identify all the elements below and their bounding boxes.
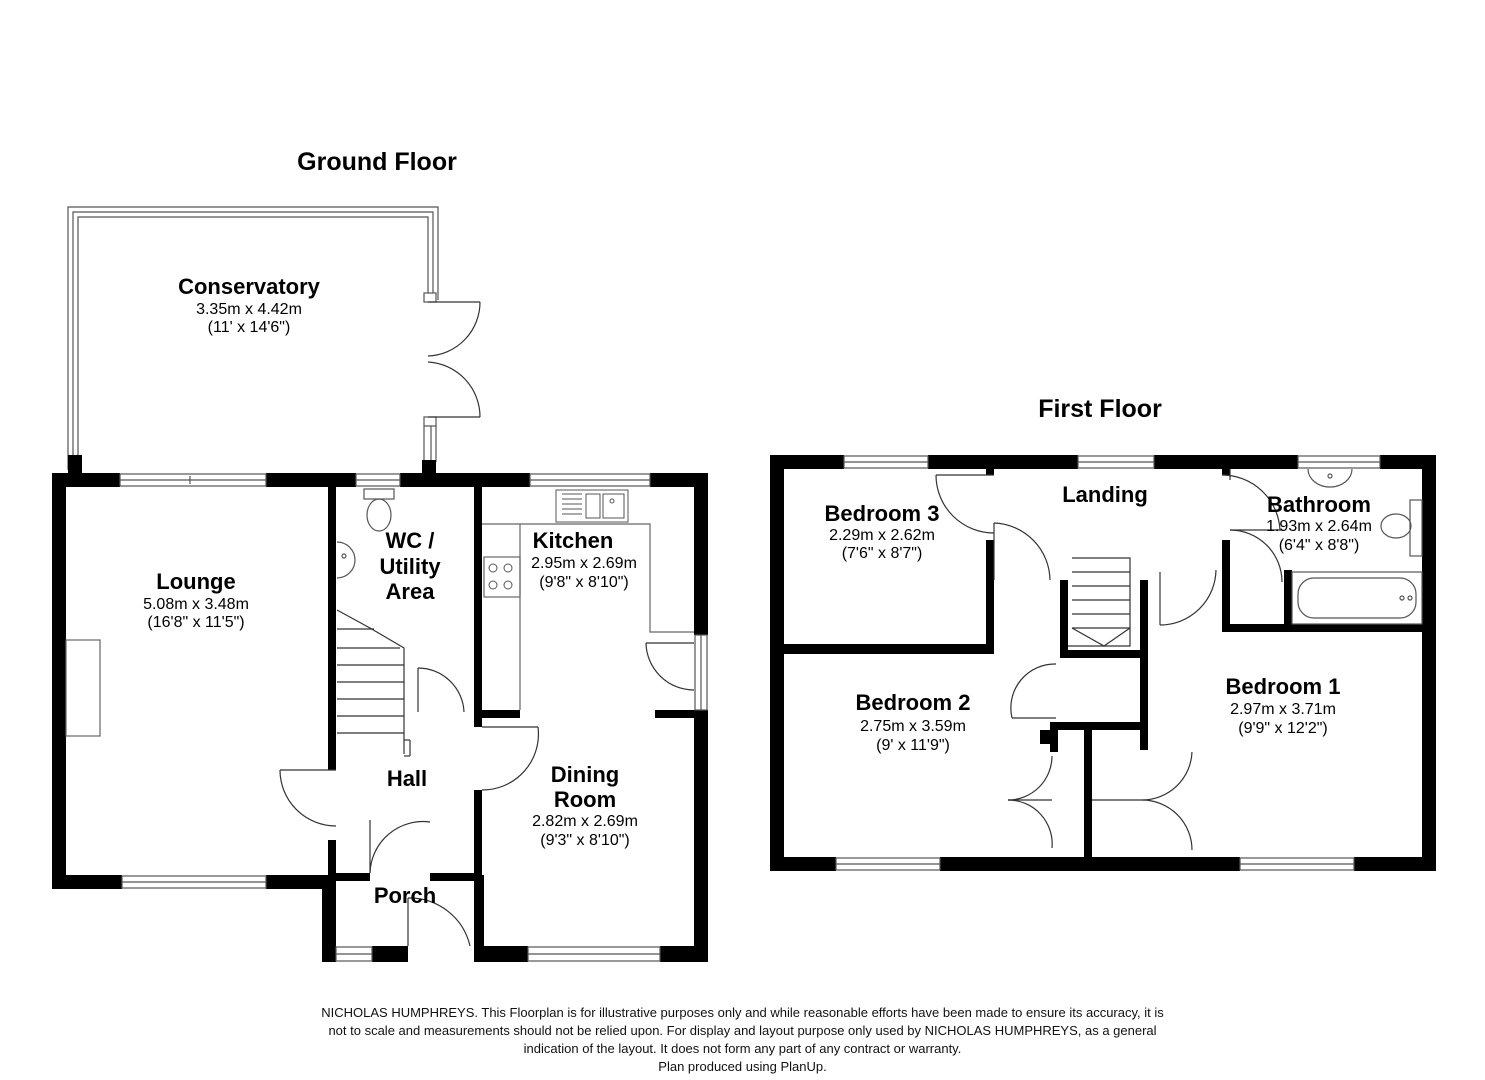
room-wc-utility: WC / Utility Area — [379, 528, 441, 604]
wc-name-line-2: Utility — [379, 554, 441, 579]
bathroom-name: Bathroom — [1267, 492, 1371, 517]
room-dining: Dining Room 2.82m x 2.69m (9'3" x 8'10") — [532, 762, 638, 849]
bathroom-basin-icon — [1307, 468, 1353, 488]
bedroom2-imperial: (9' x 11'9") — [876, 737, 950, 754]
disclaimer-line-1: NICHOLAS HUMPHREYS. This Floorplan is fo… — [321, 1005, 1164, 1020]
ground-doors — [279, 642, 695, 947]
dining-name-line-1: Dining — [551, 762, 619, 787]
room-lounge: Lounge 5.08m x 3.48m (16'8" x 11'5") — [143, 569, 249, 631]
kitchen-name: Kitchen — [533, 528, 614, 553]
room-hall: Hall — [387, 766, 427, 791]
first-stairs — [1068, 557, 1131, 647]
porch-name: Porch — [374, 883, 436, 908]
first-floor-windows — [835, 455, 1381, 871]
room-landing: Landing — [1062, 482, 1148, 507]
disclaimer-line-4: Plan produced using PlanUp. — [658, 1059, 827, 1074]
sink-icon — [555, 489, 629, 523]
room-bedroom1: Bedroom 1 2.97m x 3.71m (9'9" x 12'2") — [1226, 674, 1341, 737]
room-kitchen: Kitchen 2.95m x 2.69m (9'8" x 8'10") — [531, 528, 637, 591]
dining-imperial: (9'3" x 8'10") — [540, 832, 630, 849]
first-floor-plan: First Floor — [770, 395, 1436, 871]
bedroom3-imperial: (7'6" x 8'7") — [842, 545, 923, 562]
ground-stairs — [336, 609, 411, 757]
bedroom2-metric: 2.75m x 3.59m — [860, 718, 966, 735]
disclaimer-line-3: indication of the layout. It does not fo… — [523, 1041, 962, 1056]
kitchen-imperial: (9'8" x 8'10") — [539, 574, 629, 591]
kitchen-metric: 2.95m x 2.69m — [531, 555, 637, 572]
room-porch: Porch — [374, 883, 436, 908]
lounge-name: Lounge — [156, 569, 235, 594]
first-floor-title: First Floor — [1038, 395, 1162, 423]
disclaimer-line-2: not to scale and measurements should not… — [328, 1023, 1157, 1038]
wc-basin-icon — [336, 541, 356, 579]
conservatory-name: Conservatory — [178, 274, 321, 299]
bedroom3-name: Bedroom 3 — [825, 501, 940, 526]
room-bathroom: Bathroom 1.93m x 2.64m (6'4" x 8'8") — [1266, 492, 1372, 554]
ground-floor-walls — [52, 455, 708, 962]
room-bedroom3: Bedroom 3 2.29m x 2.62m (7'6" x 8'7") — [825, 501, 940, 562]
conservatory-metric: 3.35m x 4.42m — [196, 301, 302, 318]
first-doors — [935, 469, 1283, 851]
bedroom1-imperial: (9'9" x 12'2") — [1238, 720, 1328, 737]
conservatory-french-doors — [427, 301, 481, 418]
wc-name-line-1: WC / — [386, 528, 435, 553]
chimney-breast — [65, 639, 101, 737]
kitchen-units — [482, 523, 694, 710]
ground-floor-title: Ground Floor — [297, 148, 457, 176]
bathroom-metric: 1.93m x 2.64m — [1266, 518, 1372, 535]
bedroom2-name: Bedroom 2 — [856, 690, 971, 715]
lounge-metric: 5.08m x 3.48m — [143, 596, 249, 613]
wc-toilet-icon — [363, 488, 395, 532]
ground-floor-windows — [119, 473, 708, 962]
bedroom1-metric: 2.97m x 3.71m — [1230, 701, 1336, 718]
bath-icon — [1291, 571, 1423, 625]
bedroom1-name: Bedroom 1 — [1226, 674, 1341, 699]
conservatory-frame — [67, 206, 439, 470]
landing-name: Landing — [1062, 482, 1148, 507]
lounge-imperial: (16'8" x 11'5") — [147, 614, 244, 631]
hob-icon — [488, 563, 513, 590]
conservatory-imperial: (11' x 14'6") — [208, 319, 291, 336]
bedroom3-metric: 2.29m x 2.62m — [829, 527, 935, 544]
hall-name: Hall — [387, 766, 427, 791]
room-bedroom2: Bedroom 2 2.75m x 3.59m (9' x 11'9") — [856, 690, 971, 754]
disclaimer: NICHOLAS HUMPHREYS. This Floorplan is fo… — [0, 1004, 1485, 1076]
bathroom-imperial: (6'4" x 8'8") — [1279, 537, 1360, 554]
room-conservatory: Conservatory 3.35m x 4.42m (11' x 14'6") — [178, 274, 321, 336]
first-floor-walls — [770, 455, 1436, 871]
bathroom-toilet-icon — [1380, 499, 1423, 557]
dining-name-line-2: Room — [554, 787, 616, 812]
wc-name-line-3: Area — [386, 579, 436, 604]
dining-metric: 2.82m x 2.69m — [532, 813, 638, 830]
ground-floor-plan: Ground Floor — [52, 148, 708, 962]
